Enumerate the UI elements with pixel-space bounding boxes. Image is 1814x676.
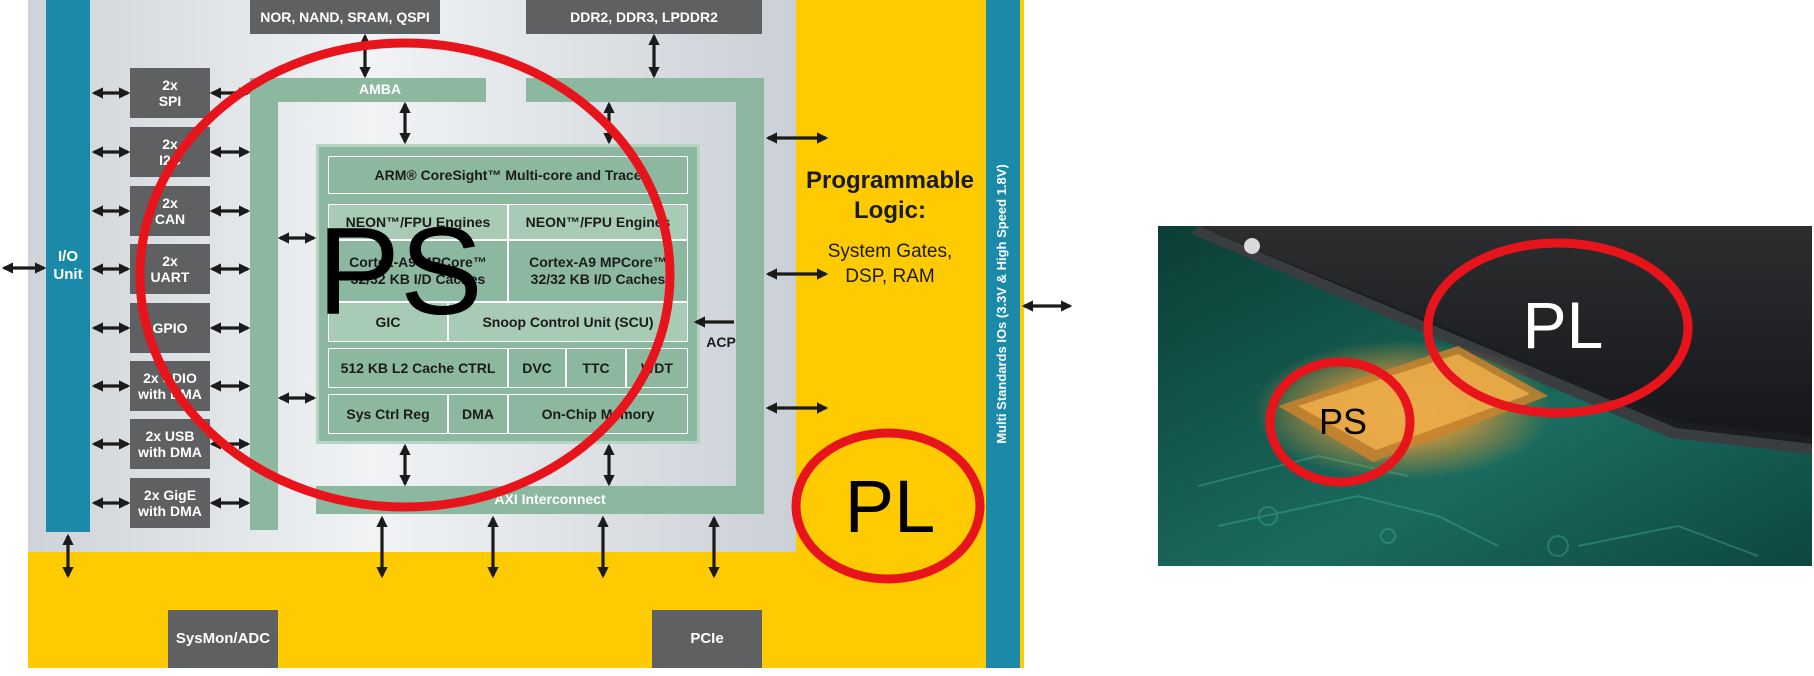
annotation-ellipses [135, 38, 985, 584]
dram-interface-box: DDR2, DDR3, LPDDR2 [526, 0, 762, 34]
photo-pl-label: PL [1522, 288, 1604, 362]
dvc-cell: DVC [508, 348, 566, 388]
multi-standards-io-bar [986, 0, 1020, 668]
amba-bus-left-top [250, 78, 486, 102]
neon-left-cell: NEON™/FPU Engines [328, 204, 508, 240]
photo-ps-label: PS [1318, 401, 1368, 442]
gic-cell: GIC [328, 302, 448, 342]
cortex-a9-left-cell: Cortex-A9 MPCore™ 32/32 KB I/D Caches [328, 240, 508, 302]
peripheral-usb: 2x USB with DMA [130, 419, 210, 469]
photo-annotation-ellipses [1265, 238, 1693, 487]
acp-label: ACP [706, 334, 736, 350]
block-diagram: I/O Unit Multi Standards IOs (3.3V & Hig… [1, 0, 1073, 668]
ps-ellipse [135, 38, 675, 512]
programmable-logic-title: Programmable Logic: [805, 167, 975, 224]
flash-interface-box: NOR, NAND, SRAM, QSPI [250, 0, 440, 34]
sys-ctrl-reg-cell: Sys Ctrl Reg [328, 394, 448, 434]
dma-cell: DMA [448, 394, 508, 434]
io-unit-bar [46, 0, 90, 532]
ps-annotation-label: PS [317, 203, 483, 341]
sysmon-adc-box: SysMon/ADC [168, 610, 278, 668]
pl-ellipse [791, 428, 985, 584]
connection-arrows [1, 33, 1073, 579]
axi-interconnect-label: AXI Interconnect [494, 491, 606, 507]
io-unit-label: I/O Unit [53, 248, 83, 283]
coresight-cell: ARM® CoreSight™ Multi-core and Trace [328, 156, 688, 194]
programmable-logic-subtitle: System Gates, DSP, RAM [827, 241, 953, 287]
amba-label: AMBA [359, 81, 401, 97]
photo-ps-ellipse [1265, 357, 1415, 487]
scu-cell: Snoop Control Unit (SCU) [448, 302, 688, 342]
peripheral-gige: 2x GigE with DMA [130, 478, 210, 528]
pl-annotation-label: PL [844, 465, 936, 548]
cortex-a9-right-cell: Cortex-A9 MPCore™ 32/32 KB I/D Caches [508, 240, 688, 302]
amba-bus-left-vertical [250, 78, 278, 530]
l2-cache-cell: 512 KB L2 Cache CTRL [328, 348, 508, 388]
amba-bus-right-vertical [736, 78, 764, 486]
chip-photo: PL PS [1158, 226, 1812, 566]
peripheral-spi: 2x SPI [130, 68, 210, 118]
ttc-cell: TTC [566, 348, 626, 388]
photo-pl-ellipse [1423, 238, 1693, 418]
pcie-box: PCIe [652, 610, 762, 668]
